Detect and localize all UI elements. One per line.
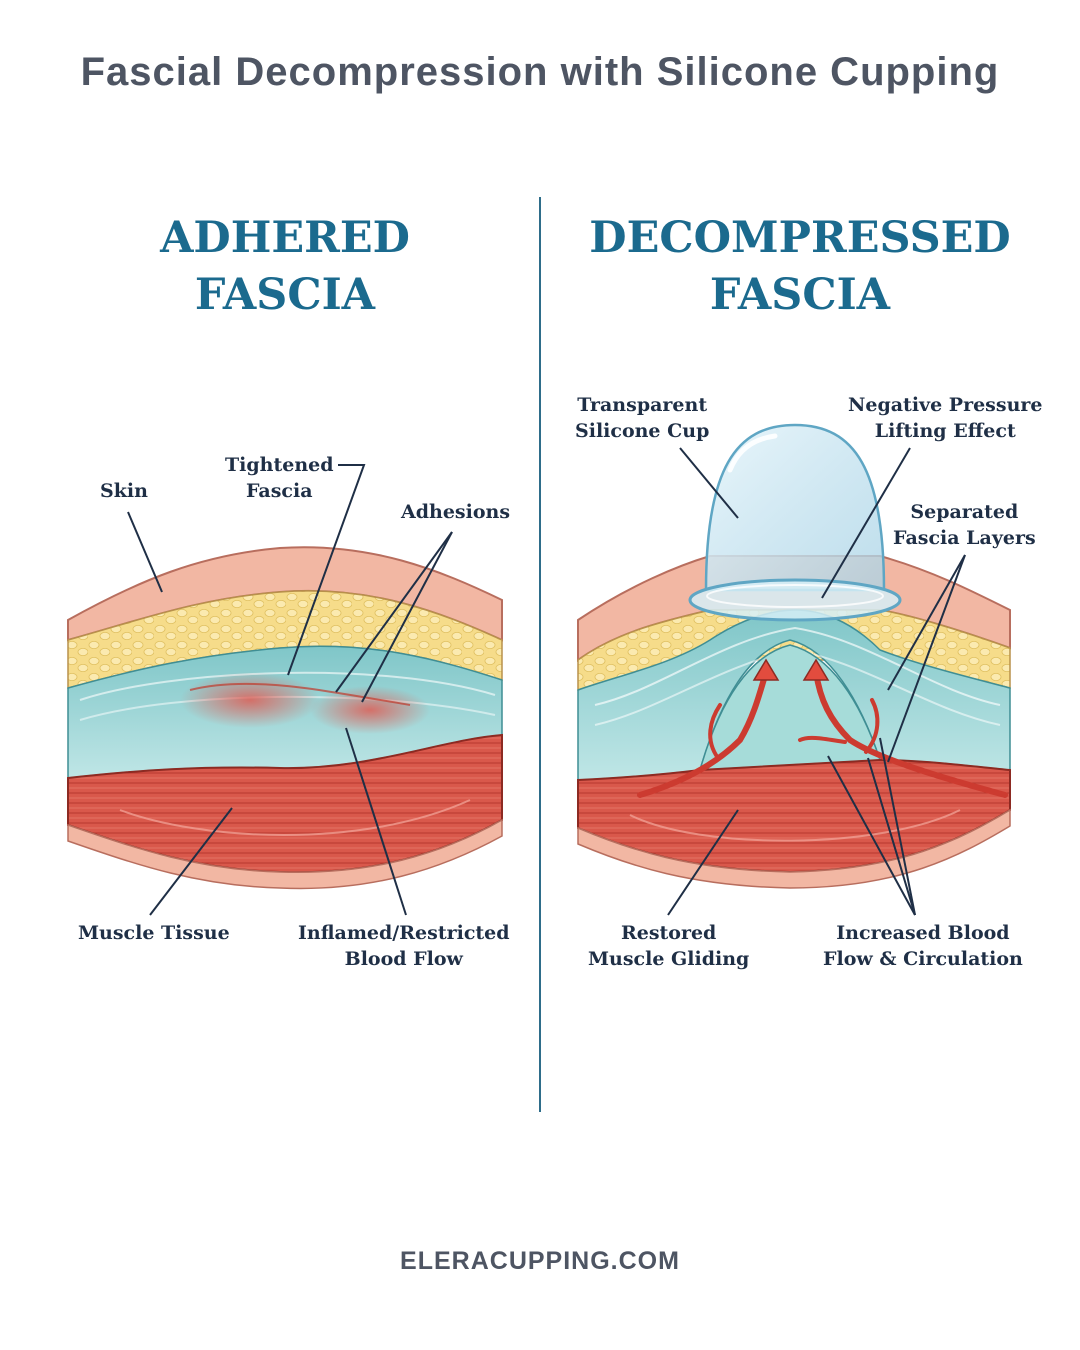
footer-website: ELERACUPPING.COM	[400, 1247, 680, 1275]
label-line: Restored	[620, 922, 717, 944]
muscle-gliding-leader	[667, 809, 739, 916]
label-line: Transparent	[577, 394, 708, 416]
label-negative-pressure: Negative Pressure Lifting Effect	[848, 392, 1042, 444]
label-line: Fascia	[245, 480, 313, 502]
label-line: Fascia Layers	[893, 527, 1036, 549]
separated-layers-leader	[887, 554, 966, 691]
label-line: Inflamed/Restricted	[298, 922, 510, 944]
inflammation-spot	[310, 686, 430, 734]
heading-line: DECOMPRESSED	[589, 213, 1011, 263]
upward-arrow	[802, 658, 830, 681]
right-leader-lines	[667, 447, 966, 916]
page-title: Fascial Decompression with Silicone Cupp…	[80, 50, 1000, 94]
label-increased-flow: Increased Blood Flow & Circulation	[823, 920, 1023, 972]
panel-divider	[539, 197, 541, 1112]
inflammation-spot	[180, 672, 320, 728]
label-tightened-fascia: Tightened Fascia	[225, 452, 334, 504]
heading-line: FASCIA	[194, 270, 376, 320]
silicone-cup-leader	[679, 447, 739, 519]
label-inflamed-flow: Inflamed/Restricted Blood Flow	[298, 920, 510, 972]
silicone-cup	[688, 423, 902, 622]
label-muscle-gliding: Restored Muscle Gliding	[588, 920, 749, 972]
label-line: Flow & Circulation	[823, 948, 1023, 970]
label-separated-layers: Separated Fascia Layers	[893, 499, 1036, 551]
blood-vessel	[813, 669, 1008, 798]
cup-rim	[688, 578, 902, 622]
label-line: Muscle Gliding	[588, 948, 750, 970]
adhered-tissue-block	[67, 546, 503, 890]
adhesions-leader	[361, 531, 453, 703]
upward-arrow	[752, 658, 780, 681]
muscle-tissue-leader	[149, 807, 233, 916]
label-line: Increased Blood	[836, 922, 1010, 944]
label-line: Lifting Effect	[874, 420, 1016, 442]
skin-leader	[127, 511, 163, 593]
blood-vessel	[864, 698, 880, 754]
adhesions-leader	[335, 531, 453, 693]
decompressed-fascia-heading: DECOMPRESSED FASCIA	[560, 210, 1040, 324]
label-skin: Skin	[100, 480, 148, 502]
blood-vessel	[708, 703, 722, 760]
label-muscle-tissue: Muscle Tissue	[78, 922, 230, 944]
inflamed-flow-leader	[345, 727, 407, 916]
adhered-fascia-heading: ADHERED FASCIA	[60, 210, 510, 324]
separated-layers-leader	[887, 554, 966, 763]
blood-vessel	[637, 669, 769, 798]
label-line: Negative Pressure	[848, 394, 1043, 416]
label-adhesions: Adhesions	[401, 501, 511, 523]
label-line: Silicone Cup	[575, 420, 710, 442]
label-line: Tightened	[225, 454, 334, 476]
blood-vessel	[798, 735, 847, 744]
label-silicone-cup: Transparent Silicone Cup	[575, 392, 709, 444]
label-line: Blood Flow	[344, 948, 463, 970]
tightened-fascia-leader	[287, 464, 366, 676]
left-leader-lines	[127, 464, 453, 916]
increased-flow-leader	[867, 757, 916, 916]
label-line: Separated	[910, 501, 1019, 523]
heading-line: ADHERED	[160, 213, 410, 263]
increased-flow-leader	[879, 737, 916, 916]
heading-line: FASCIA	[709, 270, 891, 320]
increased-flow-leader	[827, 755, 916, 916]
negative-pressure-leader	[821, 447, 911, 599]
